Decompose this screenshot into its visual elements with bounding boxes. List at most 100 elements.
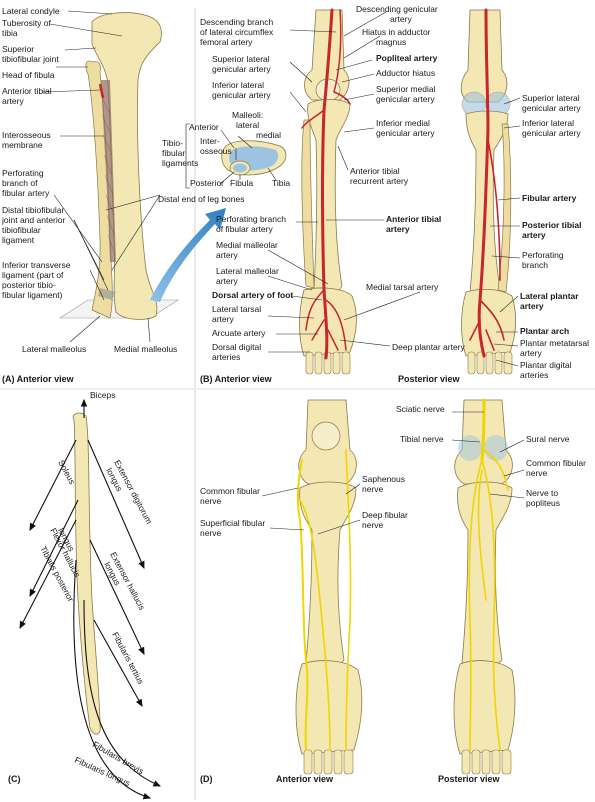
d-posterior-sciatic — [480, 398, 486, 462]
c-arrow-fib-tertius — [93, 619, 143, 707]
caption-b: (B) Anterior view — [200, 374, 273, 384]
d-label-common-fib-r: Common fibular — [526, 458, 586, 468]
label-distal-tfj-2: joint and anterior — [1, 215, 65, 225]
fibula-bone — [85, 60, 113, 319]
label-distal-tfj: Distal tibiofibular — [2, 205, 65, 215]
label-perforating-branch-3: fibular artery — [2, 188, 50, 198]
c-arrow-ehl — [89, 539, 145, 655]
b-label-r-plantar-dig-2: arteries — [520, 370, 548, 380]
inset-label-posterior: Posterior — [190, 178, 224, 188]
b-label-r-perf-2: branch — [522, 260, 548, 270]
label-tibiofibular-ligaments-3: ligaments — [162, 158, 198, 168]
label-lateral-malleolus: Lateral malleolus — [22, 344, 86, 354]
c-arrow-fib-longus — [73, 559, 152, 800]
label-interosseous-membrane: Interosseous — [2, 130, 51, 140]
label-anterior-tibial-artery-2: artery — [2, 96, 24, 106]
d-label-popliteus: Nerve to — [526, 488, 558, 498]
anterior-tibial-artery-hint — [98, 83, 105, 99]
inset-label-tibia: Tibia — [272, 178, 290, 188]
b-anterior-main-artery — [321, 8, 334, 360]
b-label-r-perf: Perforating — [522, 250, 564, 260]
b-label-arcuate: Arcuate artery — [212, 328, 266, 338]
b-label-inf-med: Inferior medial — [376, 118, 430, 128]
label-superior-tfj: Superior — [2, 44, 34, 54]
b-label-ant-tib: Anterior tibial — [386, 214, 441, 224]
b-label-desc-gen-2: artery — [390, 14, 412, 24]
label-interosseous-membrane-2: membrane — [2, 140, 43, 150]
b-label-sup-lat-2: genicular artery — [212, 64, 271, 74]
b-label-hiatus: Hiatus in adductor — [362, 27, 431, 37]
label-lateral-condyle: Lateral condyle — [2, 6, 60, 16]
b-label-ant-rec-2: recurrent artery — [350, 176, 409, 186]
inset-label-fibula: Fibula — [230, 178, 253, 188]
c-arrow-tib-post — [19, 519, 77, 629]
inset-fibula-cut — [233, 163, 247, 173]
caption-d: (D) — [200, 774, 213, 784]
b-label-r-fibular: Fibular artery — [522, 193, 577, 203]
b-label-perf: Perforating branch — [216, 214, 286, 224]
b-anterior-branch-2 — [333, 9, 351, 105]
b-label-lat-tarsal-2: artery — [212, 314, 234, 324]
inset-caption: Distal end of leg bones — [158, 194, 244, 204]
d-label-deep-fib-2: nerve — [362, 520, 384, 530]
b-label-hiatus-2: magnus — [376, 37, 406, 47]
label-medial-malleolus: Medial malleolus — [114, 344, 177, 354]
inset-label-lateral: lateral — [236, 120, 259, 130]
b-posterior-main-artery — [477, 8, 490, 358]
b-label-ant-rec: Anterior tibial — [350, 166, 400, 176]
b-anterior-branch-1 — [301, 109, 347, 351]
b-label-lat-tarsal: Lateral tarsal — [212, 304, 261, 314]
caption-d-posterior: Posterior view — [438, 774, 501, 784]
c-label-edl: Extensor digitorum — [112, 458, 154, 525]
b-label-lat-mall: Lateral malleolar — [216, 266, 279, 276]
label-inferior-transverse-3: posterior tibio- — [2, 280, 56, 290]
b-label-inf-lat-2: genicular artery — [212, 90, 271, 100]
b-label-lat-mall-2: artery — [216, 276, 238, 286]
b-label-sup-lat: Superior lateral — [212, 54, 270, 64]
label-superior-tfj-2: tibiofibular joint — [2, 54, 59, 64]
inset-label-interosseous-2: osseous — [200, 146, 232, 156]
panel-a: Lateral condyle Tuberosity of tibia Supe… — [1, 6, 198, 384]
b-posterior-femur — [460, 9, 508, 103]
d-anterior-nerve-1 — [296, 459, 309, 751]
b-label-inf-med-2: genicular artery — [376, 128, 435, 138]
b-label-dorsal-foot: Dorsal artery of foot — [212, 290, 293, 300]
d-label-sup-fib: Superficial fibular — [200, 518, 265, 528]
d-posterior-foot — [453, 660, 516, 755]
d-posterior-branches — [468, 449, 509, 751]
b-label-desc-lat: Descending branch — [200, 17, 274, 27]
d-label-saphenous: Saphenous — [362, 474, 405, 484]
caption-a: (A) Anterior view — [2, 374, 75, 384]
b-label-r-plantar-meta-2: artery — [520, 348, 542, 358]
inset-label-anterior: Anterior — [189, 122, 219, 132]
d-label-sup-fib-2: nerve — [200, 528, 222, 538]
inset-label-medial: medial — [256, 130, 281, 140]
b-anterior-tibia — [307, 99, 351, 297]
b-label-popliteal: Popliteal artery — [376, 53, 438, 63]
b-label-deep-plantar: Deep plantar artery — [392, 342, 466, 352]
d-label-sural: Sural nerve — [526, 434, 570, 444]
b-label-sup-med: Superior medial — [376, 84, 436, 94]
d-label-tibial: Tibial nerve — [400, 434, 444, 444]
b-label-inf-lat: Inferior lateral — [212, 80, 264, 90]
label-tibiofibular-ligaments-2: fibular — [162, 148, 185, 158]
label-perforating-branch: Perforating — [2, 168, 44, 178]
label-inferior-transverse-4: fibular ligament) — [2, 290, 63, 300]
c-arrow-fib-brevis — [83, 599, 162, 787]
b-label-adductor-hiatus: Adductor hiatus — [376, 68, 435, 78]
c-arrow-fhl — [29, 499, 79, 597]
caption-b-posterior: Posterior view — [398, 374, 461, 384]
b-label-r-lat-plantar-2: artery — [520, 301, 544, 311]
b-label-r-plantar-meta: Plantar metatarsal — [520, 338, 589, 348]
inset-arrow — [150, 208, 226, 302]
d-label-common-fib: Common fibular — [200, 486, 260, 496]
b-label-med-tarsal: Medial tarsal artery — [366, 282, 439, 292]
label-distal-tfj-4: ligament — [2, 235, 35, 245]
b-label-r-post-tib: Posterior tibial — [522, 220, 582, 230]
b-label-dorsal-dig: Dorsal digital — [212, 342, 261, 352]
label-perforating-branch-2: branch of — [2, 178, 38, 188]
d-posterior-toes — [461, 749, 512, 775]
b-posterior-foot — [461, 288, 516, 357]
b-label-r-post-tib-2: artery — [522, 230, 546, 240]
d-label-deep-fib: Deep fibular — [362, 510, 408, 520]
